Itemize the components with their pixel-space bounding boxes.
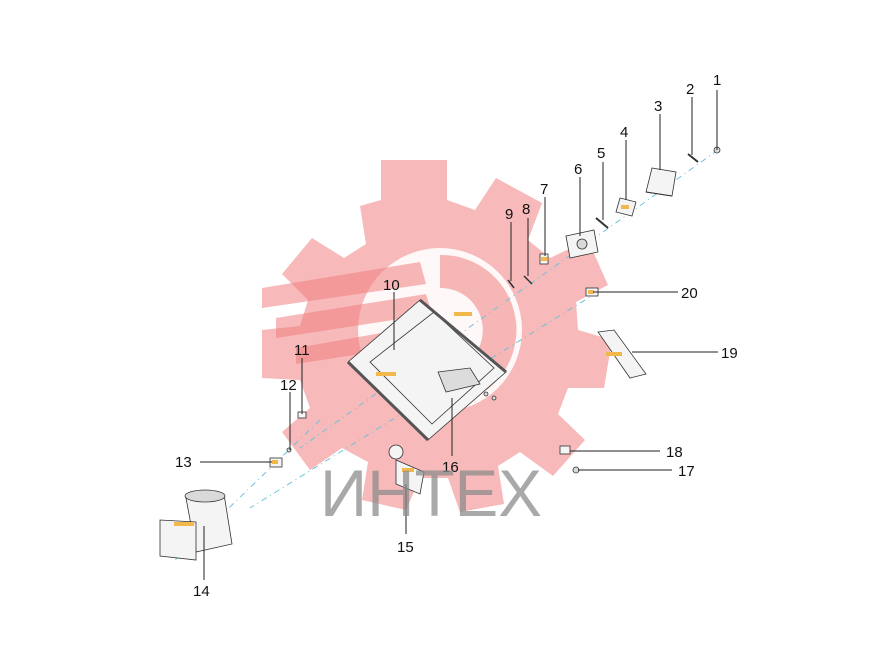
part-10-frame bbox=[346, 298, 507, 442]
part-15-mount bbox=[388, 444, 425, 495]
callout-9: 9 bbox=[505, 206, 513, 223]
part-14-motor bbox=[159, 489, 233, 561]
callout-13: 13 bbox=[175, 454, 192, 471]
callout-10: 10 bbox=[383, 277, 400, 294]
part-19-bracket bbox=[597, 329, 647, 379]
callout-14: 14 bbox=[193, 583, 210, 600]
callout-6: 6 bbox=[574, 161, 582, 178]
watermark-brand-text: ИНТЕХ bbox=[320, 456, 542, 530]
callout-8: 8 bbox=[522, 201, 530, 218]
part-2-washer bbox=[687, 153, 699, 163]
callout-2: 2 bbox=[686, 81, 694, 98]
callout-3: 3 bbox=[654, 98, 662, 115]
callout-18: 18 bbox=[666, 444, 683, 461]
part-4-seal bbox=[615, 197, 637, 217]
callout-12: 12 bbox=[280, 377, 297, 394]
callout-15: 15 bbox=[397, 539, 414, 556]
part-3-cap bbox=[645, 167, 677, 197]
callout-17: 17 bbox=[678, 463, 695, 480]
part-18-bolt bbox=[559, 445, 571, 455]
part-5-ring bbox=[595, 217, 609, 229]
part-8-pin bbox=[523, 275, 533, 285]
callout-20: 20 bbox=[681, 285, 698, 302]
callout-7: 7 bbox=[540, 181, 548, 198]
callout-labels: 1 2 3 4 5 6 7 8 9 10 11 12 13 14 15 16 1… bbox=[175, 72, 738, 600]
part-6-hub bbox=[565, 229, 599, 259]
part-7-bushing bbox=[539, 253, 549, 265]
callout-19: 19 bbox=[721, 345, 738, 362]
leader-lines bbox=[200, 90, 718, 580]
callout-5: 5 bbox=[597, 145, 605, 162]
callout-11: 11 bbox=[294, 342, 310, 359]
callout-16: 16 bbox=[442, 459, 459, 476]
callout-4: 4 bbox=[620, 124, 628, 141]
part-9-screw bbox=[507, 279, 515, 289]
callout-1: 1 bbox=[713, 72, 721, 89]
